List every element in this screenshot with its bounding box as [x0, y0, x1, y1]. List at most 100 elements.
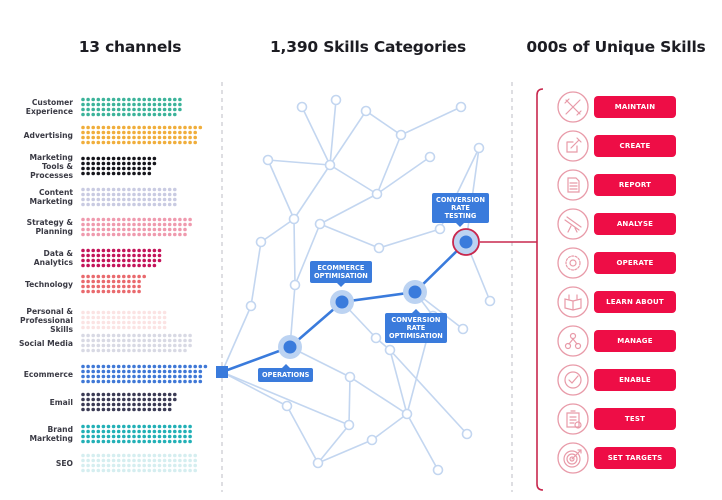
- network-edge: [221, 371, 288, 407]
- skill-button[interactable]: ANALYSE: [594, 213, 676, 235]
- channel-dot: [137, 130, 141, 135]
- channel-dot: [122, 343, 126, 348]
- channel-dot: [167, 453, 172, 458]
- network-node: [289, 279, 301, 291]
- channel-dot: [111, 289, 116, 294]
- network-edge: [389, 349, 468, 435]
- network-node: [314, 218, 326, 230]
- selected-node[interactable]: [459, 235, 473, 249]
- channel-dot: [91, 171, 95, 176]
- channel-dot: [157, 125, 162, 130]
- channel-dot: [137, 263, 141, 268]
- channel-dot: [111, 424, 116, 429]
- channel-dot: [86, 232, 90, 237]
- channel-bar: [81, 392, 177, 412]
- skill-button[interactable]: SET TARGETS: [594, 447, 676, 469]
- channel-dot: [86, 289, 90, 294]
- skill-button[interactable]: MAINTAIN: [594, 96, 676, 118]
- channel-dot: [86, 468, 90, 473]
- channel-dot: [142, 97, 146, 102]
- skill-button[interactable]: REPORT: [594, 174, 676, 196]
- channel-dot: [96, 468, 101, 473]
- channel-dot: [116, 338, 121, 343]
- channel-dot: [96, 333, 101, 338]
- channel-dot: [127, 468, 131, 473]
- channel-dot: [137, 289, 141, 294]
- channel-dot: [162, 402, 167, 407]
- channel-dot: [116, 468, 121, 473]
- tag-operations: OPERATIONS: [258, 364, 314, 382]
- skill-button[interactable]: OPERATE: [594, 252, 676, 274]
- channel-dot: [152, 161, 157, 166]
- skill-button[interactable]: MANAGE: [594, 330, 676, 352]
- path-node[interactable]: [408, 285, 422, 299]
- network-edge: [329, 164, 378, 195]
- network-edge: [406, 413, 439, 471]
- channel-dot: [157, 310, 162, 315]
- channel-dot: [152, 402, 157, 407]
- channel-dot: [147, 187, 152, 192]
- channel-dot: [81, 310, 85, 315]
- channel-dot: [173, 112, 177, 117]
- channel-dot: [132, 439, 136, 444]
- channel-dot: [91, 258, 95, 263]
- channel-dot: [96, 197, 101, 202]
- channel-dot: [162, 338, 167, 343]
- channel-dot: [101, 392, 106, 397]
- channel-dot: [173, 338, 177, 343]
- skill-button[interactable]: ENABLE: [594, 369, 676, 391]
- channel-dot: [157, 192, 162, 197]
- channel-dot: [203, 364, 208, 369]
- skill-button[interactable]: LEARN ABOUT: [594, 291, 676, 313]
- channel-dot: [167, 458, 172, 463]
- channel-dot: [96, 397, 101, 402]
- channel-dot: [162, 392, 167, 397]
- channel-dot: [167, 402, 172, 407]
- channel-dot: [137, 407, 141, 412]
- skill-button[interactable]: CREATE: [594, 135, 676, 157]
- channel-dot: [178, 222, 182, 227]
- channel-dot: [106, 364, 111, 369]
- channel-dot: [96, 407, 101, 412]
- path-node[interactable]: [283, 340, 297, 354]
- channel-dot: [193, 125, 197, 130]
- channel-dot: [81, 258, 85, 263]
- channel-dot: [116, 227, 121, 232]
- channel-dot: [173, 397, 177, 402]
- channel-dot: [178, 333, 182, 338]
- channel-dot: [162, 97, 167, 102]
- channel-dot: [91, 338, 95, 343]
- channel-dot: [91, 192, 95, 197]
- channel-dot: [178, 343, 182, 348]
- channel-dot: [167, 222, 172, 227]
- channel-dot: [81, 192, 85, 197]
- channel-dot: [106, 232, 111, 237]
- channel-dot: [111, 453, 116, 458]
- channel-bar: [81, 156, 157, 176]
- channel-dot: [132, 166, 136, 171]
- network-node: [473, 142, 485, 154]
- channel-dot: [132, 187, 136, 192]
- channel-dot: [137, 248, 141, 253]
- channel-dot: [116, 458, 121, 463]
- channel-dot: [81, 130, 85, 135]
- skill-button[interactable]: TEST: [594, 408, 676, 430]
- channel-dot: [101, 161, 106, 166]
- channel-dot: [157, 112, 162, 117]
- channel-dot: [122, 289, 126, 294]
- channel-dot: [111, 227, 116, 232]
- channel-label: Strategy &Planning: [26, 218, 73, 236]
- channel-dot: [116, 453, 121, 458]
- channel-dot: [162, 107, 167, 112]
- channel-dot: [122, 232, 126, 237]
- channel-dot: [91, 202, 95, 207]
- channel-dot: [147, 348, 152, 353]
- channel-dot: [152, 364, 157, 369]
- channel-dot: [86, 274, 90, 279]
- network-node: [371, 188, 383, 200]
- channel-dot: [137, 125, 141, 130]
- channel-dot: [173, 343, 177, 348]
- channel-dot: [122, 279, 126, 284]
- channel-dot: [142, 379, 146, 384]
- path-node[interactable]: [335, 295, 349, 309]
